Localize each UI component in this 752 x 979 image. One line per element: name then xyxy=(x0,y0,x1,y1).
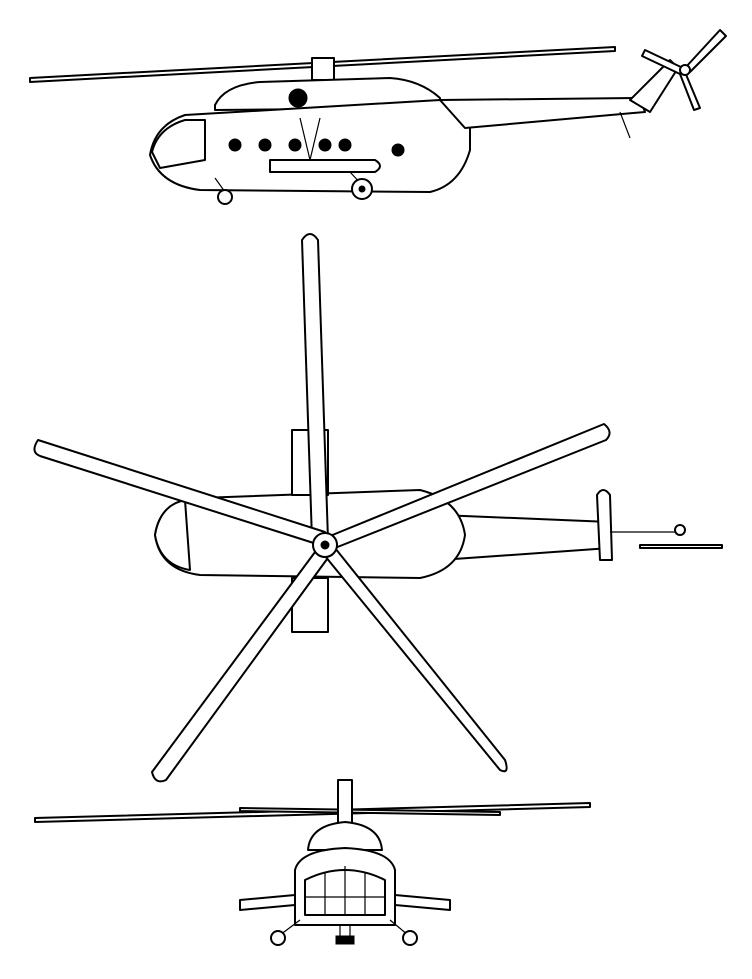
top-main-rotor-blade-north xyxy=(301,233,329,541)
side-nose-wheel xyxy=(217,189,233,205)
side-rotor-hub xyxy=(311,57,335,81)
front-view xyxy=(34,779,591,946)
top-tail-rotor xyxy=(639,544,723,549)
front-right-wheel xyxy=(402,930,418,946)
front-rotor-mast xyxy=(337,779,353,826)
side-main-wheel-hub xyxy=(358,185,366,193)
top-main-rotor-blade-east xyxy=(329,423,611,549)
side-tail-rotor xyxy=(641,29,727,111)
top-main-rotor-blade-southwest xyxy=(151,547,331,783)
front-rotor-blade-upper xyxy=(239,807,501,816)
side-tail-skid xyxy=(619,111,631,139)
side-cockpit-glazing xyxy=(151,119,206,169)
top-view xyxy=(33,233,723,783)
front-gear-struts xyxy=(279,919,409,940)
side-windows xyxy=(228,88,405,157)
side-engine-cowling xyxy=(214,77,441,111)
top-tail-fin xyxy=(596,489,613,561)
top-rotor-hub-center xyxy=(320,540,330,550)
front-left-wheel xyxy=(270,930,286,946)
top-main-rotor-blade-southeast xyxy=(324,547,508,773)
side-tail-boom xyxy=(439,97,646,129)
side-fuselage xyxy=(149,99,471,193)
front-left-weapon-pylon xyxy=(239,894,296,911)
front-engine-intakes xyxy=(307,821,383,851)
front-windshield-frames xyxy=(305,866,385,915)
side-external-tank xyxy=(269,159,381,173)
side-stub-pylon xyxy=(299,117,321,161)
top-cockpit-nose xyxy=(154,499,191,571)
top-main-rotor-blade-west xyxy=(33,439,326,546)
front-right-weapon-pylon xyxy=(394,894,451,911)
side-view xyxy=(29,29,727,205)
top-tail-rotor-hub xyxy=(674,524,686,536)
front-nose-wheel xyxy=(335,935,355,945)
